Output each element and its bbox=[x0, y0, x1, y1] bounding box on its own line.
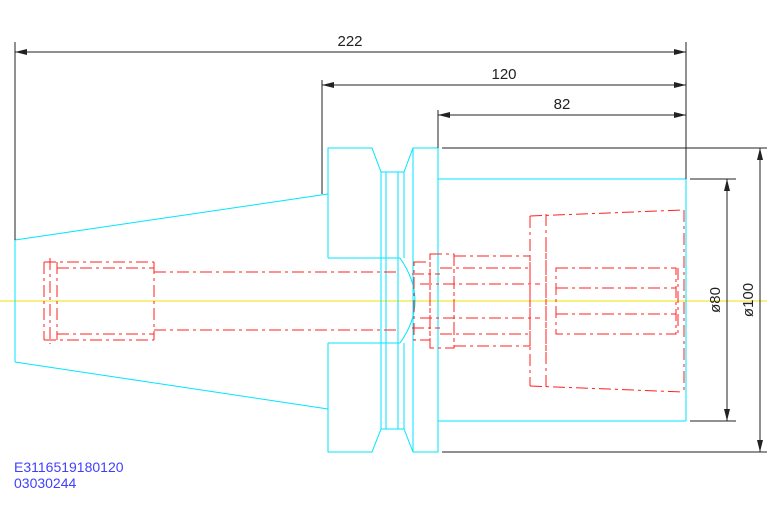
part-code: 03030244 bbox=[14, 475, 77, 491]
part-number: E3116519180120 bbox=[14, 459, 124, 475]
dim-inner-diameter: ø80 bbox=[707, 287, 724, 313]
hidden-interior-lines bbox=[43, 209, 685, 393]
holder-outline bbox=[14, 147, 687, 453]
dimension-arrowheads bbox=[15, 49, 763, 452]
dim-overall-length: 222 bbox=[337, 33, 362, 50]
dimension-lines bbox=[14, 42, 767, 453]
dim-body-length: 120 bbox=[491, 66, 516, 83]
dim-outer-diameter: ø100 bbox=[740, 283, 757, 317]
dim-sleeve-length: 82 bbox=[554, 96, 571, 113]
